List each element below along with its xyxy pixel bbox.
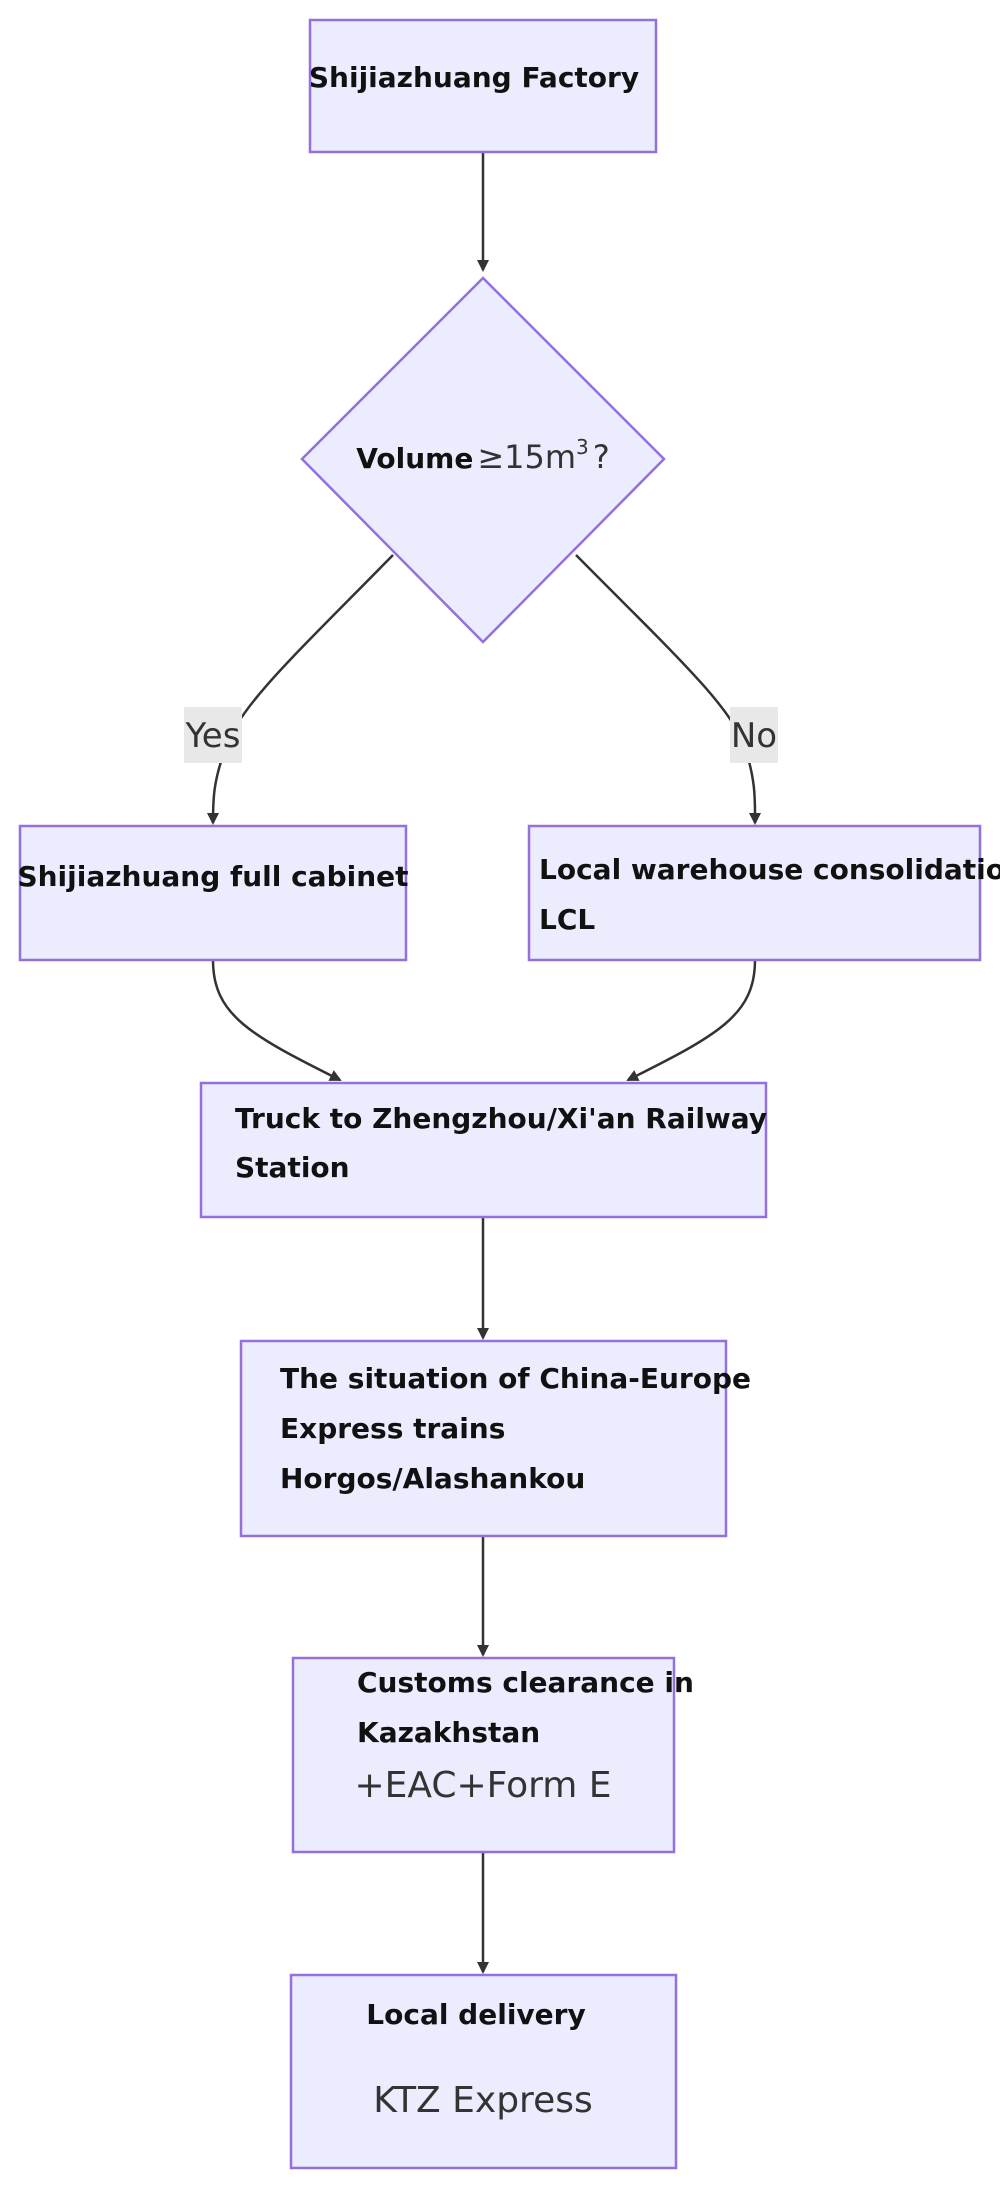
node-lcl-label-line2: LCL xyxy=(539,903,595,936)
node-train-label-line1: The situation of China-Europe xyxy=(280,1362,751,1395)
node-factory: Shijiazhuang Factory xyxy=(308,18,658,154)
decision-value-text: ≥15m xyxy=(477,438,576,476)
edge-decision-to-full-cabinet xyxy=(207,554,394,825)
edge-decision-to-lcl xyxy=(575,554,762,825)
node-lcl: Local warehouse consolidation LCL xyxy=(527,824,1000,962)
node-delivery-label-line1: Local delivery xyxy=(366,1998,585,2031)
node-customs-label-line1: Customs clearance in xyxy=(357,1666,694,1699)
node-full-cabinet: Shijiazhuang full cabinet xyxy=(17,824,409,962)
edge-label-no-text: No xyxy=(731,716,777,756)
node-full-cabinet-label: Shijiazhuang full cabinet xyxy=(17,860,408,893)
decision-suffix-text: ? xyxy=(593,438,610,476)
node-delivery-label-line2: KTZ Express xyxy=(373,2080,592,2121)
edge-label-no: No xyxy=(730,707,778,763)
node-customs: Customs clearance in Kazakhstan +EAC+For… xyxy=(291,1656,694,1854)
node-truck: Truck to Zhengzhou/Xi'an Railway Station xyxy=(199,1081,768,1219)
decision-sup-text: 3 xyxy=(576,435,589,459)
node-factory-label: Shijiazhuang Factory xyxy=(309,61,639,94)
node-truck-label-line2: Station xyxy=(235,1151,350,1184)
edge-full-cabinet-to-truck xyxy=(211,959,342,1082)
node-truck-label-line1: Truck to Zhengzhou/Xi'an Railway xyxy=(235,1102,767,1135)
node-decision-label: Volume≥15m3? xyxy=(356,435,610,476)
node-train-label-line3: Horgos/Alashankou xyxy=(280,1462,585,1495)
node-delivery: Local delivery KTZ Express xyxy=(289,1973,678,2170)
node-decision: Volume≥15m3? xyxy=(300,276,666,644)
node-lcl-label-line1: Local warehouse consolidation xyxy=(539,853,1000,886)
edge-label-yes: Yes xyxy=(184,707,242,763)
edge-label-yes-text: Yes xyxy=(185,716,241,756)
node-train: The situation of China-Europe Express tr… xyxy=(239,1339,751,1538)
decision-bold-text: Volume xyxy=(356,442,473,475)
node-customs-label-line3: +EAC+Form E xyxy=(354,1765,611,1806)
edge-lcl-to-truck xyxy=(626,959,757,1082)
node-train-label-line2: Express trains xyxy=(280,1412,505,1445)
node-customs-label-line2: Kazakhstan xyxy=(357,1716,540,1749)
